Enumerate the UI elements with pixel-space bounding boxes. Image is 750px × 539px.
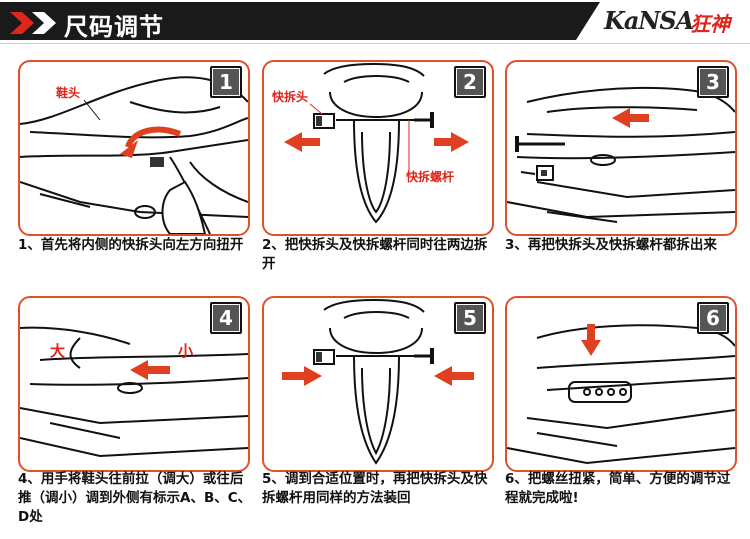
step-caption-5: 5、调到合适位置时，再把快拆头及快拆螺杆用同样的方法装回: [262, 471, 488, 506]
label-toe-cap: 鞋头: [56, 86, 81, 100]
step-number-5: 5: [454, 302, 486, 334]
step-panel-5: 5: [262, 296, 494, 472]
step-number-6: 6: [697, 302, 729, 334]
step-panel-1: 鞋头 1: [18, 60, 250, 236]
brand-logo: KaNSA 狂神: [604, 6, 744, 36]
brand-name-cn: 狂神: [690, 12, 730, 36]
section-header: 尺码调节 KaNSA 狂神: [0, 0, 750, 42]
step-panel-3: 3: [505, 60, 737, 236]
step-number-2: 2: [454, 66, 486, 98]
brand-name-en: KaNSA: [604, 6, 694, 35]
step-number-1: 1: [210, 66, 242, 98]
step-caption-4: 4、用手将鞋头往前拉（调大）或往后推（调小）调到外侧有标示A、B、C、D处: [18, 471, 252, 525]
step-3-illustration: [507, 86, 735, 223]
step-2-illustration: [284, 62, 469, 224]
step-caption-2: 2、把快拆头及快拆螺杆同时往两边拆开: [262, 237, 488, 272]
step-5-illustration: [282, 298, 474, 465]
header-divider: [0, 43, 750, 44]
step-6-illustration: [507, 324, 735, 465]
label-quick-release-head: 快拆头: [272, 90, 309, 104]
step-caption-3: 3、再把快拆头及快拆螺杆都拆出来: [505, 237, 717, 253]
step-panel-6: 6: [505, 296, 737, 472]
double-chevron-icon: [10, 12, 56, 34]
step-4-illustration: [20, 326, 248, 458]
step-1-illustration: [20, 76, 248, 234]
step-panel-4: 大 小 4: [18, 296, 250, 472]
step-caption-1: 1、首先将内侧的快拆头向左方向扭开: [18, 237, 244, 253]
step-number-4: 4: [210, 302, 242, 334]
step-panel-2: 快拆头 快拆螺杆 2: [262, 60, 494, 236]
page-title: 尺码调节: [64, 13, 164, 41]
step-number-3: 3: [697, 66, 729, 98]
label-quick-release-bolt: 快拆螺杆: [406, 170, 455, 184]
label-larger: 大: [50, 342, 66, 360]
label-smaller: 小: [178, 342, 194, 360]
header-bar: 尺码调节: [0, 2, 600, 40]
step-caption-6: 6、把螺丝扭紧，简单、方便的调节过程就完成啦!: [505, 471, 731, 506]
